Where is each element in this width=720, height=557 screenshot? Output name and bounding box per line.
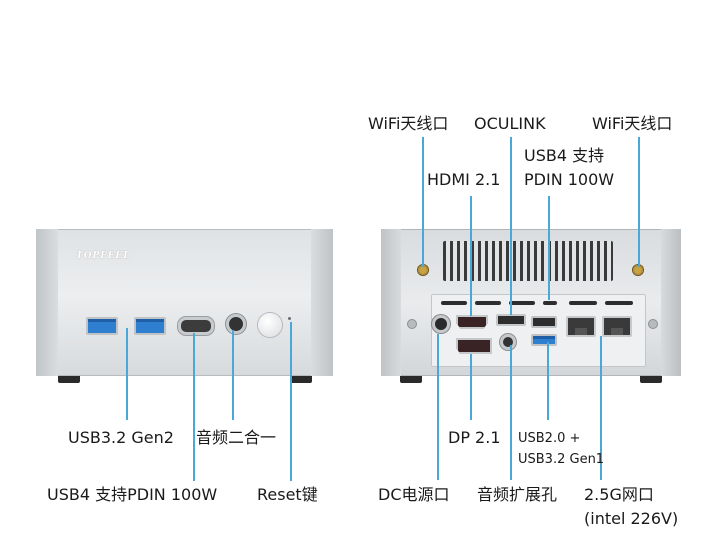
screw-right (649, 320, 657, 328)
hdmi-port (456, 315, 488, 329)
back-side-right (661, 229, 681, 376)
panel-slot (543, 301, 557, 305)
label-audio-expansion: 音频扩展孔 (477, 485, 558, 504)
vent-grille (443, 241, 613, 281)
back-side-left (381, 229, 401, 376)
panel-slot (509, 301, 535, 305)
usb32-port (531, 334, 557, 346)
io-panel (431, 294, 646, 367)
label-hdmi: HDMI 2.1 (427, 170, 501, 189)
lan-port-2 (602, 316, 632, 337)
label-dc: DC电源口 (378, 485, 450, 504)
label-usb4-front: USB4 支持PDIN 100W (47, 485, 218, 504)
leader-usb32 (126, 328, 128, 420)
leader-audio (232, 330, 234, 420)
brand-logo: TOPFEEL (76, 251, 131, 261)
label-lan-line1: 2.5G网口 (584, 485, 654, 504)
label-lan-line2: (intel 226V) (584, 509, 679, 528)
label-audio: 音频二合一 (196, 428, 277, 447)
power-button (258, 313, 282, 337)
audio-jack (226, 314, 246, 334)
leader-lan (600, 336, 602, 480)
reset-hole (288, 317, 291, 320)
leader-usb-combo (547, 342, 549, 420)
wifi-antenna-right (633, 265, 643, 275)
label-usb4-back-line2: PDIN 100W (524, 170, 615, 189)
leader-wifi-right (638, 137, 640, 267)
label-wifi-right: WiFi天线口 (592, 114, 673, 133)
label-oculink: OCULINK (474, 114, 546, 133)
lan-port-1 (566, 316, 596, 337)
front-foot-left (58, 376, 80, 383)
label-reset: Reset键 (257, 485, 318, 504)
back-foot-left (400, 376, 422, 383)
front-foot-right (290, 376, 312, 383)
back-panel (381, 229, 681, 376)
leader-usb4-front (193, 333, 195, 481)
dc-power-port (432, 315, 450, 333)
screw-left (408, 320, 416, 328)
label-wifi-left: WiFi天线口 (368, 114, 449, 133)
front-panel: TOPFEEL (36, 229, 333, 376)
usb-a-port-2 (134, 317, 166, 335)
leader-reset (290, 322, 292, 481)
leader-dp (470, 354, 472, 420)
oculink-port (496, 314, 526, 326)
label-dp: DP 2.1 (448, 428, 501, 447)
panel-slot (605, 301, 633, 305)
panel-slot (569, 301, 597, 305)
panel-slot (475, 301, 501, 305)
label-usb32: USB3.2 Gen2 (68, 428, 174, 447)
displayport-port (456, 338, 492, 354)
label-usb-combo-line1: USB2.0 + (518, 431, 581, 446)
label-usb4-back-line1: USB4 支持 (524, 146, 605, 165)
back-foot-right (640, 376, 662, 383)
leader-oculink (510, 137, 512, 315)
usb-c-port (178, 317, 214, 335)
front-side-right (311, 229, 333, 376)
leader-wifi-left (422, 137, 424, 267)
panel-slot (441, 301, 467, 305)
leader-hdmi (470, 196, 472, 316)
label-usb-combo-line2: USB3.2 Gen1 (518, 452, 605, 467)
usb2-port (531, 316, 557, 328)
usb-a-port-1 (86, 317, 118, 335)
front-side-left (36, 229, 58, 376)
leader-usb4-back (548, 196, 550, 300)
leader-audio-expansion (510, 345, 512, 480)
wifi-antenna-left (418, 265, 428, 275)
audio-expansion-jack (500, 334, 516, 350)
leader-dc (437, 334, 439, 480)
